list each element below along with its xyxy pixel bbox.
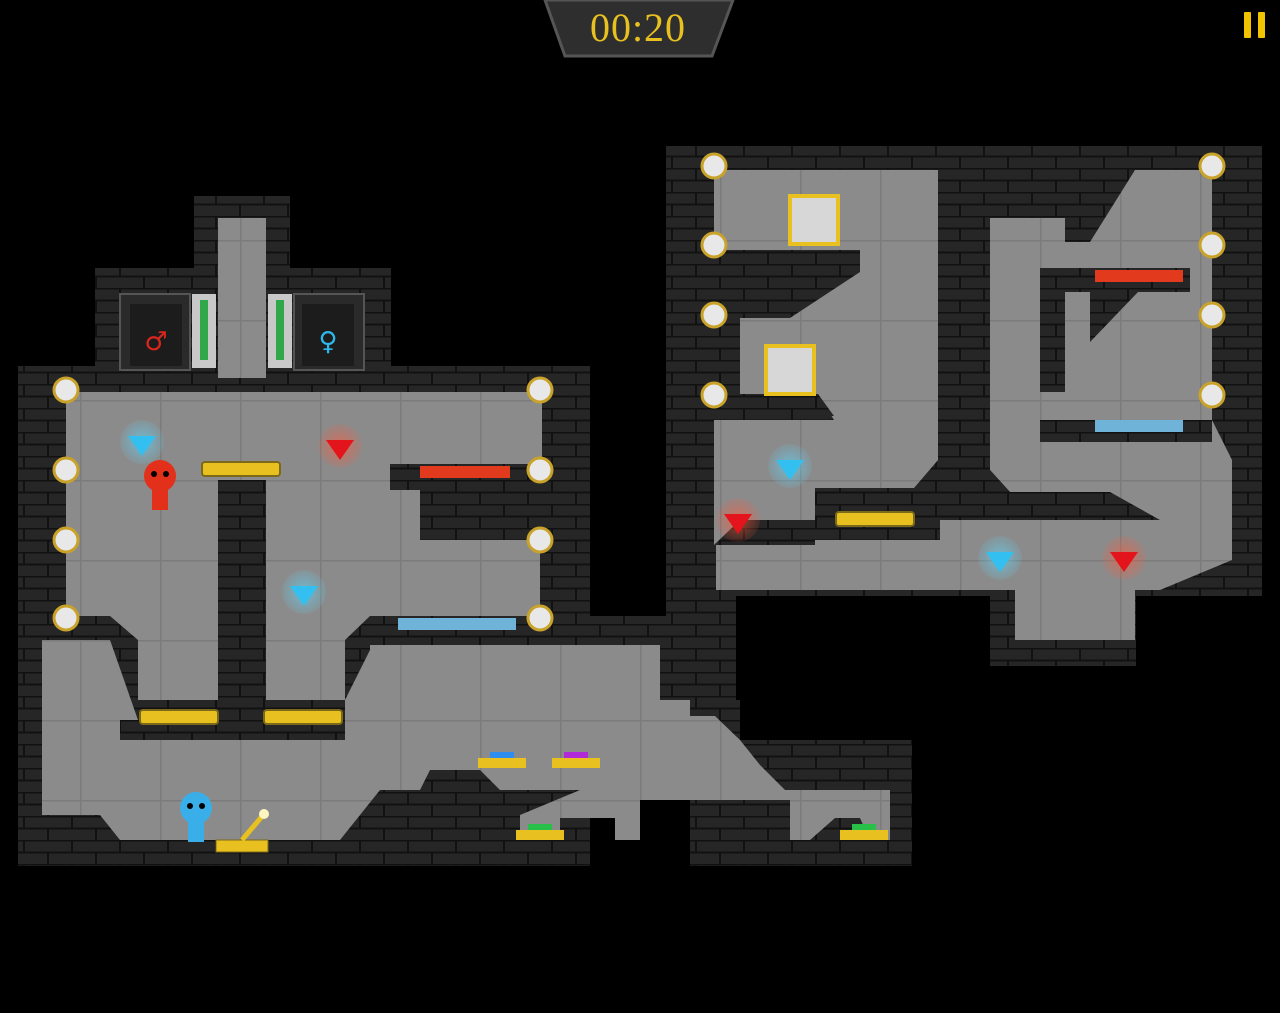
hazard-pools (398, 270, 1183, 630)
lava-pool-right (1095, 270, 1183, 282)
mars-symbol-icon: ♂ (144, 327, 167, 357)
water-pool-right (1095, 420, 1183, 432)
pause-button[interactable] (1238, 6, 1274, 42)
pressure-button-icon[interactable] (478, 752, 888, 840)
watergirl-door[interactable]: ♀ (268, 293, 365, 371)
lever-icon[interactable] (215, 809, 269, 853)
blue-diamond-icon[interactable] (120, 420, 1022, 614)
fireboy-icon[interactable] (144, 460, 176, 510)
venus-symbol-icon: ♀ (318, 327, 337, 357)
timer-text: 00:20 (589, 5, 687, 50)
hud-timer: 00:20 (540, 0, 736, 60)
timer-frame (543, 0, 735, 58)
lava-pool (420, 466, 510, 478)
watergirl-icon[interactable] (180, 792, 212, 842)
light-mirror-icon (52, 152, 1226, 632)
red-diamond-icon[interactable] (318, 424, 1146, 580)
water-pool (398, 618, 516, 630)
pushable-box-icon[interactable] (764, 194, 840, 396)
elevator-icon (139, 461, 915, 725)
fireboy-door[interactable]: ♂ (119, 293, 216, 371)
